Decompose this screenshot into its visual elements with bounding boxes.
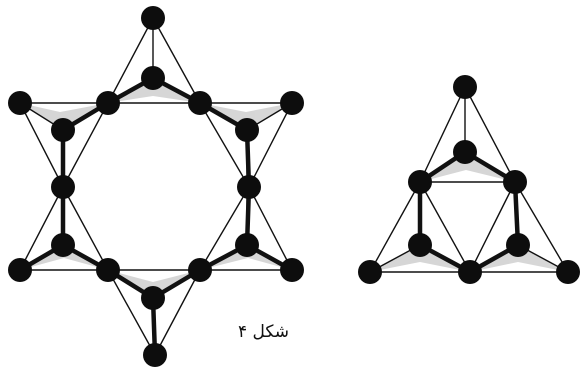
atom bbox=[51, 175, 75, 199]
atom bbox=[458, 260, 482, 284]
atom bbox=[556, 260, 580, 284]
atom bbox=[358, 260, 382, 284]
atom bbox=[408, 233, 432, 257]
atom bbox=[280, 91, 304, 115]
atom bbox=[453, 140, 477, 164]
hexagram-structure bbox=[8, 6, 304, 367]
atom bbox=[141, 6, 165, 30]
atom bbox=[141, 66, 165, 90]
atom bbox=[408, 170, 432, 194]
atom bbox=[51, 118, 75, 142]
atom bbox=[96, 258, 120, 282]
atom bbox=[143, 343, 167, 367]
atom bbox=[235, 233, 259, 257]
atom bbox=[8, 258, 32, 282]
atom bbox=[8, 91, 32, 115]
atom bbox=[141, 286, 165, 310]
atom bbox=[51, 233, 75, 257]
atom bbox=[506, 233, 530, 257]
figure-caption: شکل ۴ bbox=[238, 322, 290, 342]
atom bbox=[188, 258, 212, 282]
atom bbox=[453, 75, 477, 99]
triangle-structure bbox=[358, 75, 580, 284]
triangle-atoms bbox=[358, 75, 580, 284]
atom bbox=[280, 258, 304, 282]
atom bbox=[96, 91, 120, 115]
atom bbox=[503, 170, 527, 194]
hexagram-shaded-faces bbox=[20, 78, 292, 298]
atom bbox=[188, 91, 212, 115]
atom bbox=[237, 175, 261, 199]
atom bbox=[235, 118, 259, 142]
triangle-thin-bonds bbox=[369, 86, 569, 273]
hexagram-atoms bbox=[8, 6, 304, 367]
triangle-shaded-faces bbox=[370, 152, 568, 272]
